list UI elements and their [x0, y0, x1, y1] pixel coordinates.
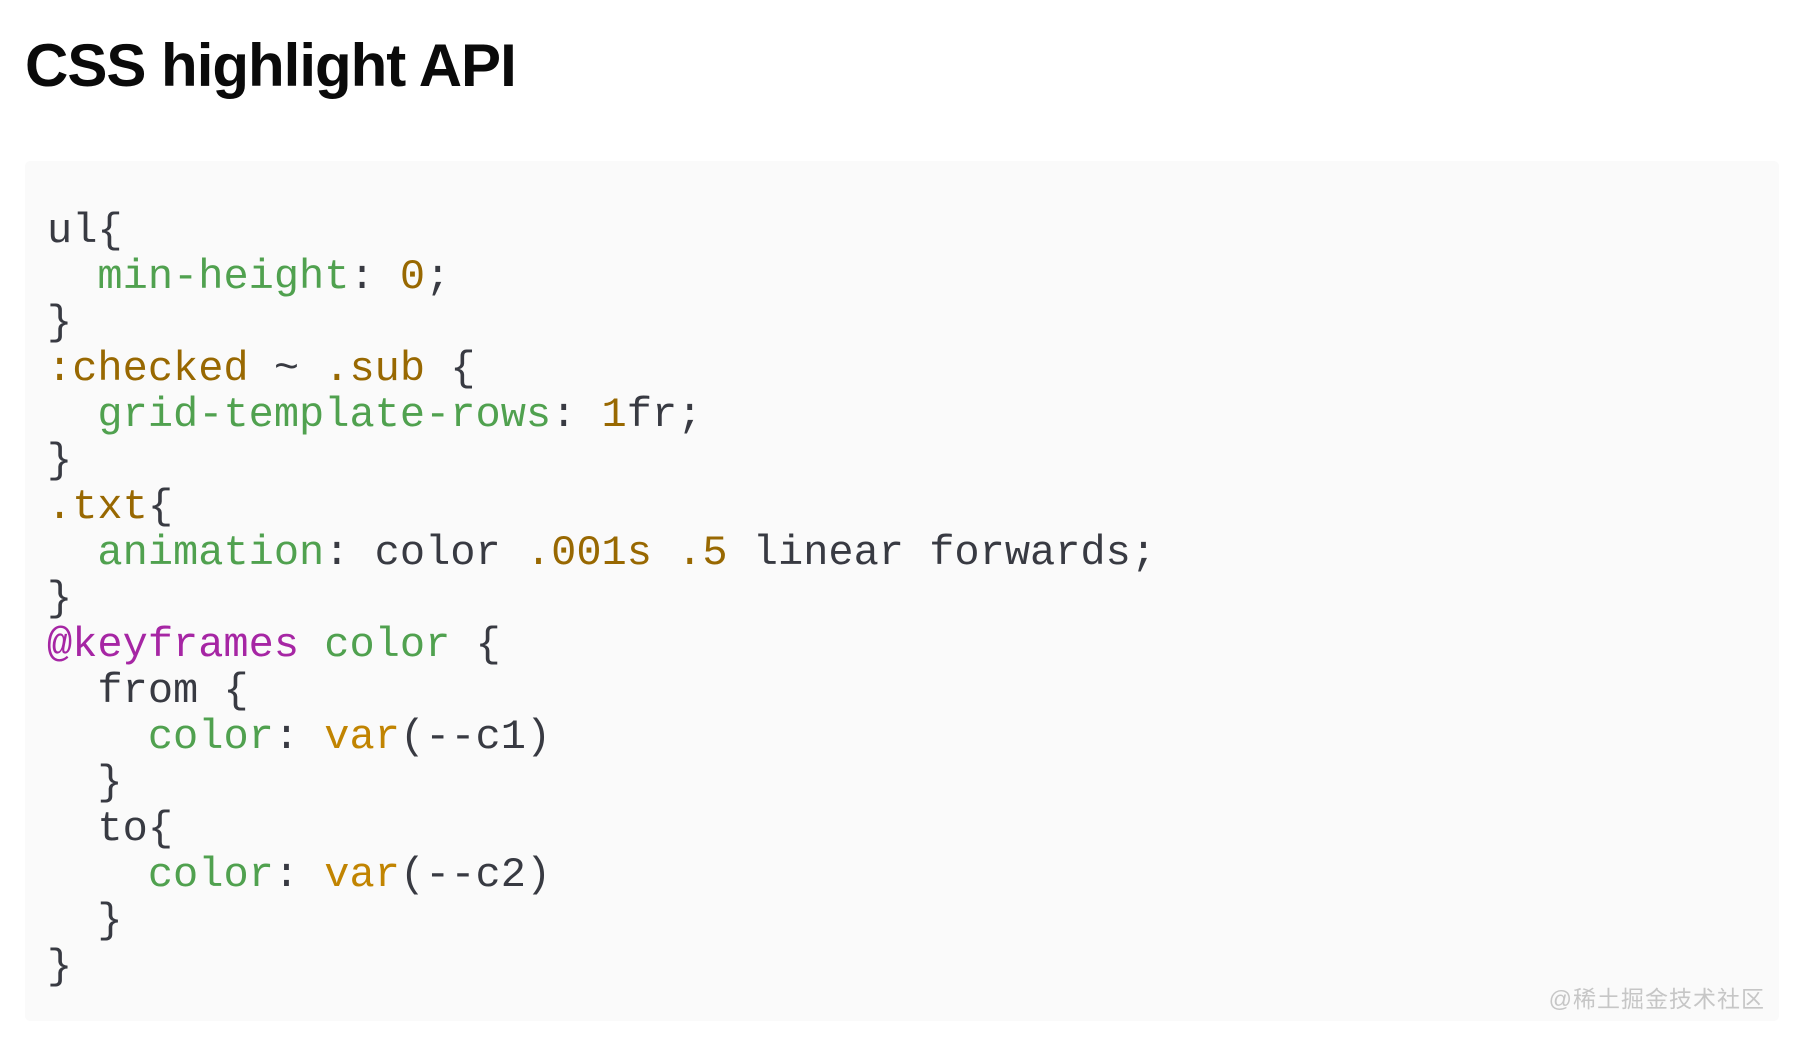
code-line: color: var(--c2) — [47, 852, 1757, 898]
code-token-number: 0 — [399, 253, 426, 301]
code-line: } — [47, 760, 1757, 806]
code-token-default: : — [273, 851, 325, 899]
code-token-default: } — [47, 897, 123, 945]
code-token-default: : color — [324, 529, 526, 577]
code-token-default — [299, 621, 324, 669]
code-line: } — [47, 576, 1757, 622]
code-token-default: { — [450, 621, 501, 669]
code-token-default: { — [147, 483, 174, 531]
code-line: } — [47, 944, 1757, 990]
code-line: from { — [47, 668, 1757, 714]
code-token-default: linear forwards; — [727, 529, 1157, 577]
code-token-default: : — [551, 391, 602, 439]
code-line: @keyframes color { — [47, 622, 1757, 668]
code-line: .txt{ — [47, 484, 1757, 530]
code-token-property: color — [147, 851, 274, 899]
code-token-property: color — [324, 621, 451, 669]
code-token-selector: .sub — [324, 345, 426, 393]
code-line: } — [47, 898, 1757, 944]
code-token-default: : — [349, 253, 400, 301]
code-line: animation: color .001s .5 linear forward… — [47, 530, 1757, 576]
code-token-property: color — [147, 713, 274, 761]
code-token-selector: .txt — [47, 483, 148, 531]
code-token-property: grid-template-rows — [97, 391, 552, 439]
code-token-builtin: var — [324, 851, 400, 899]
code-token-default: } — [47, 299, 73, 347]
code-block: ul{ min-height: 0;}:checked ~ .sub { gri… — [25, 161, 1779, 990]
code-token-default — [47, 529, 97, 577]
code-token-builtin: var — [324, 713, 400, 761]
code-token-default: (--c1) — [399, 713, 552, 761]
code-token-default: { — [425, 345, 476, 393]
code-token-default — [47, 851, 148, 899]
code-token-default: from { — [47, 667, 249, 715]
code-token-default — [47, 391, 97, 439]
code-line: } — [47, 438, 1757, 484]
code-line: color: var(--c1) — [47, 714, 1757, 760]
code-card: ul{ min-height: 0;}:checked ~ .sub { gri… — [25, 161, 1779, 1021]
code-token-default: ul{ — [47, 207, 123, 255]
code-line: to{ — [47, 806, 1757, 852]
code-token-property: min-height — [97, 253, 350, 301]
code-token-default — [652, 529, 677, 577]
watermark: @稀土掘金技术社区 — [1548, 986, 1765, 1012]
code-token-default — [47, 253, 97, 301]
code-line: grid-template-rows: 1fr; — [47, 392, 1757, 438]
code-token-number: 1 — [601, 391, 627, 439]
code-token-default: fr; — [626, 391, 703, 439]
code-line: :checked ~ .sub { — [47, 346, 1757, 392]
code-token-default: : — [273, 713, 325, 761]
code-line: min-height: 0; — [47, 254, 1757, 300]
code-token-selector: :checked — [47, 345, 249, 393]
code-token-keyword: @keyframes — [47, 621, 300, 669]
code-token-default: ~ — [248, 345, 325, 393]
code-line: ul{ — [47, 208, 1757, 254]
code-token-default: } — [47, 943, 73, 991]
page-title: CSS highlight API — [25, 32, 517, 99]
code-token-default: } — [47, 437, 73, 485]
code-token-default: ; — [425, 253, 451, 301]
code-token-number: .001s — [525, 529, 652, 577]
code-token-property: animation — [97, 529, 325, 577]
code-token-default: (--c2) — [399, 851, 552, 899]
code-token-number: .5 — [677, 529, 728, 577]
code-line: } — [47, 300, 1757, 346]
code-token-default: to{ — [47, 805, 174, 853]
code-token-default — [47, 713, 148, 761]
code-token-default: } — [47, 759, 123, 807]
code-token-default: } — [47, 575, 73, 623]
